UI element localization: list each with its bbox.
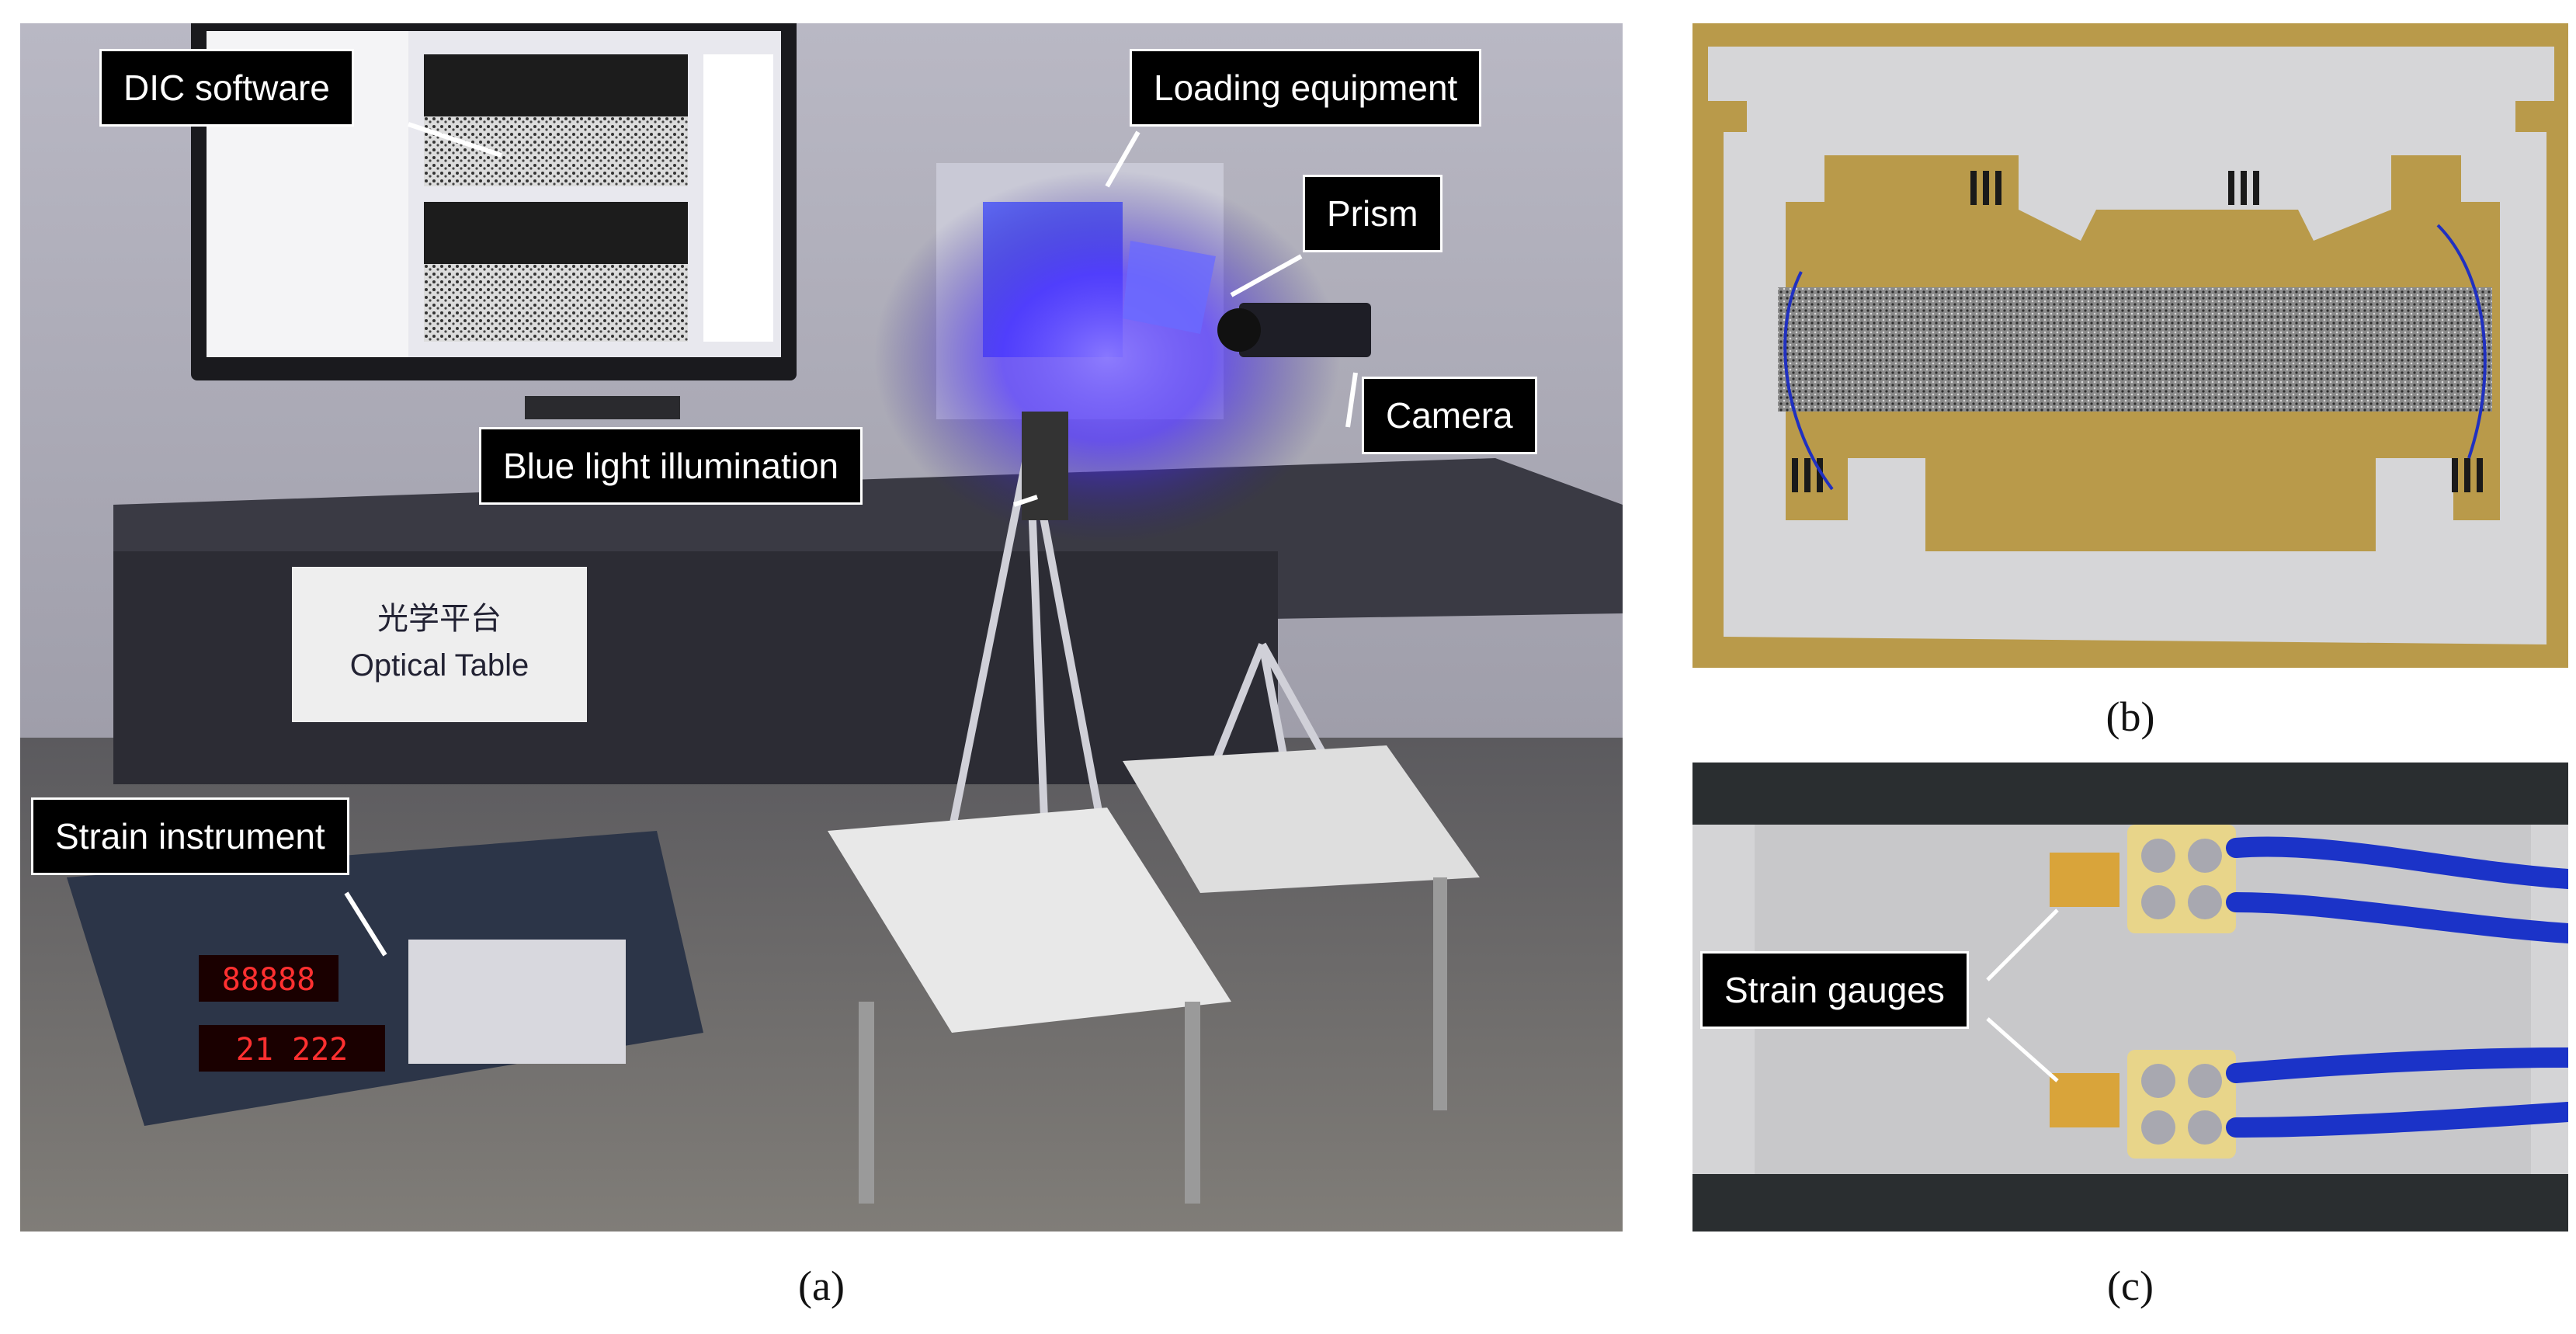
callout-prism: Prism (1303, 175, 1442, 252)
wires (1783, 224, 2487, 491)
grip-slots (1792, 171, 2483, 492)
caption-b: (b) (2106, 693, 2155, 740)
speckle-specimen (1778, 287, 2492, 412)
display-top: 88888 (222, 962, 315, 998)
callout-arrows (344, 122, 1358, 957)
strain-instrument-device: 88888 21 222 (67, 831, 703, 1126)
blue-light-glow (874, 171, 1340, 544)
prism (1123, 241, 1216, 334)
blue-light-lamp (1022, 412, 1068, 520)
lead-wires (2226, 836, 2568, 1138)
callout-dic-software: DIC software (99, 49, 354, 127)
caption-a: (a) (798, 1263, 845, 1309)
table-label-en: Optical Table (350, 648, 529, 683)
camera (1217, 303, 1371, 357)
gauge-bottom (2050, 1050, 2236, 1159)
callout-strain-instrument: Strain instrument (31, 797, 349, 875)
stools (828, 745, 1480, 1204)
gauge-arrows (1986, 908, 2059, 1082)
callout-loading-equipment: Loading equipment (1130, 49, 1482, 127)
table-label-cn: 光学平台 (377, 601, 502, 637)
callout-blue-light-illumination: Blue light illumination (479, 427, 863, 505)
callout-strain-gauges: Strain gauges (1700, 951, 1969, 1029)
photo-specimen-fixture (1692, 23, 2568, 668)
gauge-top (2050, 825, 2236, 933)
specimen-fixture-drawing (1692, 23, 2568, 668)
fixture-frame (1708, 47, 2554, 644)
display-bottom: 21 222 (236, 1032, 349, 1068)
caption-c: (c) (2107, 1263, 2154, 1309)
callout-camera: Camera (1362, 377, 1537, 454)
